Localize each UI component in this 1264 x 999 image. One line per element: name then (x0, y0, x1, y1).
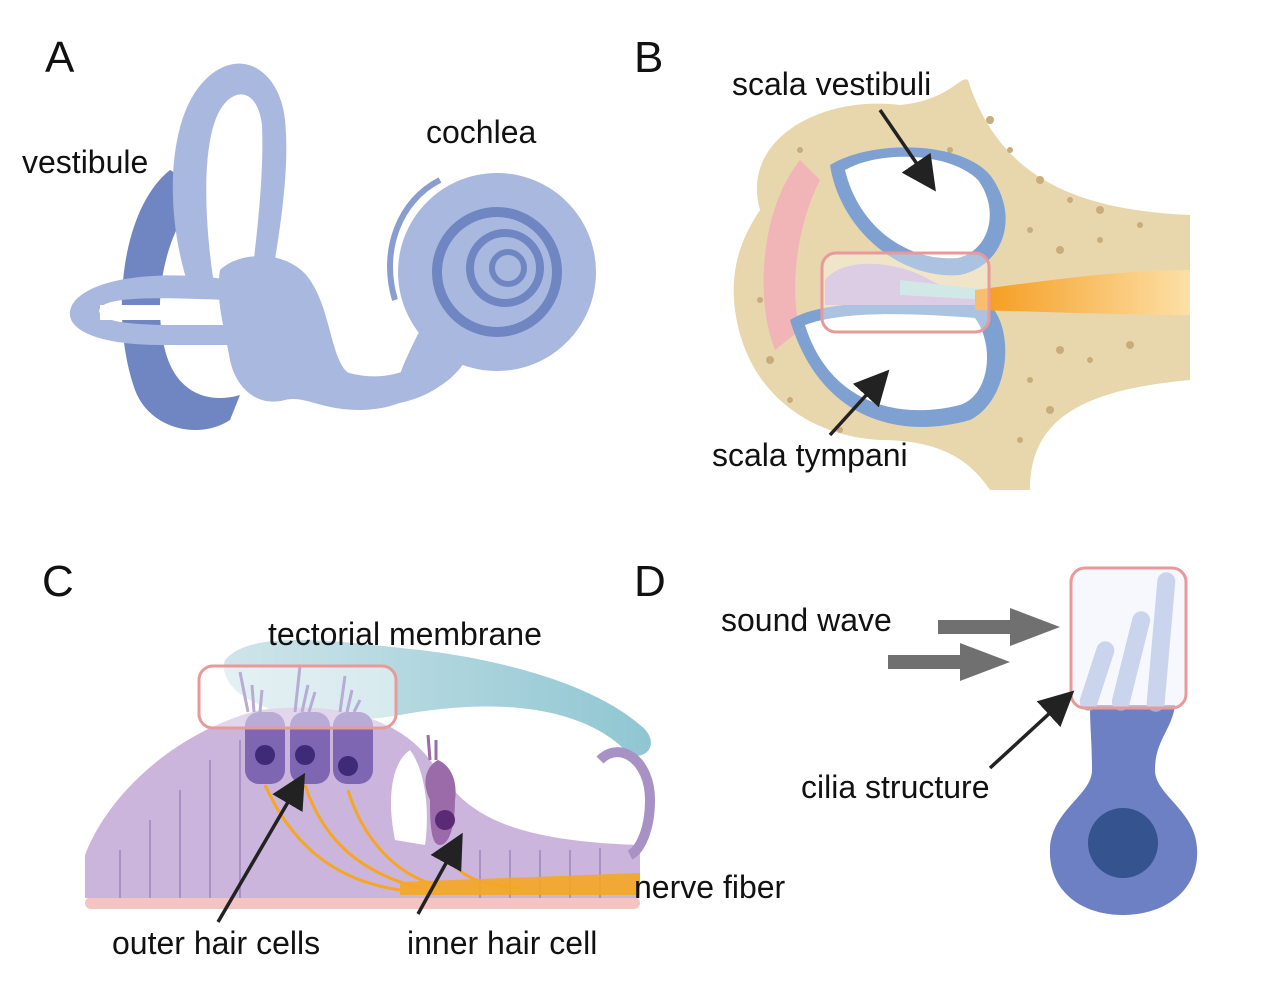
label-scala-vestibuli: scala vestibuli (732, 66, 932, 102)
label-nerve-fiber: nerve fiber (634, 869, 786, 905)
label-tectorial-membrane: tectorial membrane (268, 616, 542, 652)
cilia-highlight-box (1069, 566, 1188, 710)
labyrinth-illustration (69, 63, 596, 430)
cochlea-cross-section (733, 79, 1190, 491)
hair-cell-illustration (888, 566, 1198, 915)
label-cilia-structure: cilia structure (801, 769, 990, 805)
stereocilia-highlight-box (197, 664, 398, 730)
label-outer-hair-cells: outer hair cells (112, 925, 321, 961)
organ-of-corti-illustration (85, 640, 656, 923)
inner-hair-cell-arrow (416, 832, 463, 915)
scala-vestibuli-arrow (878, 109, 936, 192)
outer-hair-cells-arrow (216, 772, 306, 923)
cilia-structure-arrow (988, 690, 1075, 770)
label-scala-tympani: scala tympani (712, 437, 908, 473)
outer-hair-cell-bodies (245, 712, 373, 784)
panel-letter-b: B (634, 33, 664, 82)
panel-letter-d: D (634, 557, 666, 606)
panel-letter-c: C (42, 557, 74, 606)
panel-letter-a: A (45, 33, 75, 82)
label-cochlea: cochlea (426, 114, 537, 150)
sound-wave-arrow-upper (938, 608, 1060, 646)
bone-texture (757, 116, 1143, 443)
label-inner-hair-cell: inner hair cell (407, 925, 598, 961)
sound-wave-arrow-lower (888, 643, 1010, 681)
organ-highlight-box (820, 251, 991, 334)
label-vestibule: vestibule (22, 144, 149, 180)
label-sound-wave: sound wave (721, 602, 892, 638)
scala-tympani-arrow (828, 369, 890, 437)
